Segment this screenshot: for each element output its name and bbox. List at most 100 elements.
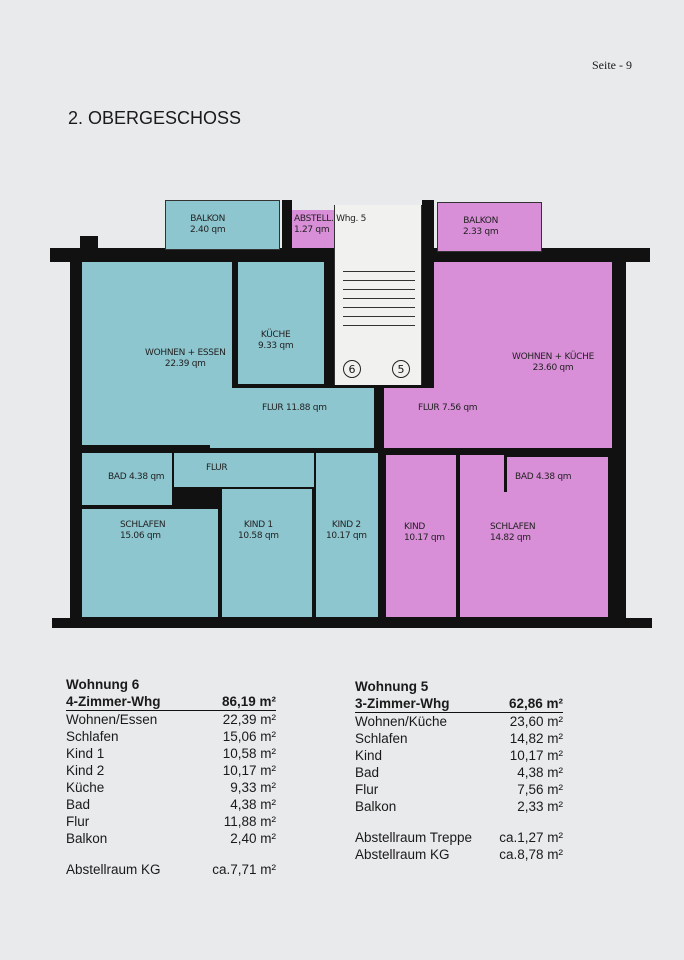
area-row: Wohnen/Küche 23,60 m² [355, 713, 563, 730]
unit-6-marker: 6 [343, 360, 361, 378]
area-row: Abstellraum Treppe ca.1,27 m² [355, 829, 563, 846]
area-label: Abstellraum Treppe [355, 830, 473, 845]
wall [282, 200, 292, 250]
area-label: Balkon [355, 799, 397, 814]
area-row: Flur 11,88 m² [66, 813, 276, 830]
area-value: ca.7,71 m² [212, 862, 276, 877]
area-label: Wohnen/Essen [66, 712, 158, 727]
room-flur-6 [210, 388, 374, 448]
area-row: Bad 4,38 m² [66, 796, 276, 813]
area-row: Kind 1 10,58 m² [66, 745, 276, 762]
area-label: Flur [66, 814, 90, 829]
unit-type: 3-Zimmer-Whg [355, 696, 450, 711]
area-value: 7,56 m² [517, 782, 563, 797]
unit-heading: Wohnung 6 [66, 677, 140, 692]
area-row: Abstellraum KG ca.7,71 m² [66, 861, 276, 878]
area-label: Wohnen/Küche [355, 714, 448, 729]
area-label: Balkon [66, 831, 108, 846]
unit-type: 4-Zimmer-Whg [66, 694, 161, 709]
area-value: 15,06 m² [222, 729, 276, 744]
unit-6-area-table: Wohnung 6 4-Zimmer-Whg 86,19 m² Wohnen/Es… [66, 676, 276, 878]
area-value: ca.1,27 m² [499, 830, 563, 845]
room-schlafen-6 [82, 509, 218, 617]
page-number: Seite - 9 [592, 58, 632, 72]
area-value: 4,38 m² [230, 797, 276, 812]
area-row: Balkon 2,40 m² [66, 830, 276, 847]
area-row: Abstellraum KG ca.8,78 m² [355, 846, 563, 863]
unit-total: 62,86 m² [508, 696, 563, 711]
room-wohnen-essen [82, 262, 232, 445]
area-label: Abstellraum KG [355, 847, 450, 862]
room-schlafen-5 [460, 492, 608, 617]
unit-total: 86,19 m² [221, 694, 276, 709]
area-value: 11,88 m² [223, 814, 276, 829]
area-value: 10,58 m² [222, 746, 276, 761]
unit-5-marker: 5 [392, 360, 410, 378]
area-label: Kind [355, 748, 383, 763]
area-label: Kind 1 [66, 746, 105, 761]
area-value: 23,60 m² [509, 714, 563, 729]
room-label: FLUR [206, 463, 228, 473]
area-value: 4,38 m² [517, 765, 563, 780]
wall [50, 248, 80, 262]
room-kueche [238, 262, 324, 384]
area-row: Schlafen 15,06 m² [66, 728, 276, 745]
wall [600, 248, 650, 262]
room-kind-2 [316, 453, 378, 617]
room-kind-1 [222, 489, 312, 617]
area-label: Flur [355, 782, 379, 797]
room-label: FLUR 7.56 qm [418, 403, 478, 413]
area-label: Bad [66, 797, 91, 812]
area-value: 9,33 m² [230, 780, 276, 795]
room-bad-6 [82, 453, 172, 505]
area-value: 10,17 m² [509, 748, 563, 763]
area-label: Schlafen [66, 729, 119, 744]
room-label: BAD 4.38 qm [108, 472, 165, 482]
room-label: BAD 4.38 qm [515, 472, 572, 482]
area-row: Kind 10,17 m² [355, 747, 563, 764]
chimney [80, 236, 98, 250]
unit-heading: Wohnung 5 [355, 679, 429, 694]
room-kind [386, 455, 456, 617]
room-label: FLUR 11.88 qm [262, 403, 327, 413]
area-value: 2,33 m² [517, 799, 563, 814]
wall [52, 618, 652, 628]
area-label: Abstellraum KG [66, 862, 161, 877]
room-flur-left [174, 453, 314, 487]
area-label: Schlafen [355, 731, 408, 746]
floor-title: 2. OBERGESCHOSS [68, 108, 242, 128]
area-value: ca.8,78 m² [499, 847, 563, 862]
unit-5-area-table: Wohnung 5 3-Zimmer-Whg 62,86 m² Wohnen/Kü… [355, 678, 563, 863]
area-row: Flur 7,56 m² [355, 781, 563, 798]
room-abstell [292, 210, 342, 248]
area-row: Küche 9,33 m² [66, 779, 276, 796]
unit-total-row: 3-Zimmer-Whg 62,86 m² [355, 695, 563, 713]
area-row: Balkon 2,33 m² [355, 798, 563, 815]
unit-total-row: 4-Zimmer-Whg 86,19 m² [66, 693, 276, 711]
area-label: Bad [355, 765, 380, 780]
room-flur-5-lower [460, 455, 504, 495]
area-label: Küche [66, 780, 105, 795]
area-row: Bad 4,38 m² [355, 764, 563, 781]
stairs [343, 263, 415, 333]
room-flur-5 [384, 388, 496, 448]
area-value: 10,17 m² [222, 763, 276, 778]
area-value: 2,40 m² [230, 831, 276, 846]
wall [422, 200, 434, 250]
stairwell [334, 205, 422, 385]
room-balkon-6 [165, 200, 280, 250]
